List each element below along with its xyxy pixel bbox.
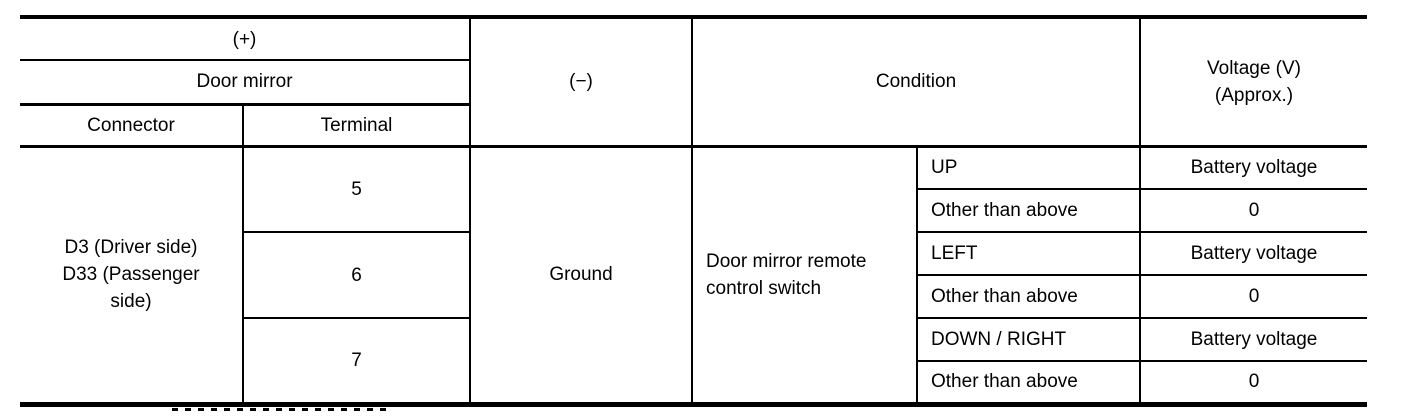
header-row-plus: (+) (−) Condition Voltage (V) (Approx.) [20,16,1367,148]
terminal-cell-6: 6 [242,231,471,319]
voltage-cell: Battery voltage [1139,231,1367,276]
terminal-cell-7: 7 [242,317,471,405]
table-row: D3 (Driver side) D33 (Passenger side) 5 … [20,145,1367,405]
header-cell-door-mirror: Door mirror [20,59,471,106]
voltage-cell: 0 [1139,274,1367,319]
header-cell-connector: Connector [20,103,244,148]
terminal-cell-5: 5 [242,145,471,233]
header-cell-voltage: Voltage (V) (Approx.) [1139,16,1367,148]
header-row-door-mirror: Door mirror [20,59,1367,106]
header-row-connector-terminal: Connector Terminal [20,103,1367,148]
condition-cell-down-right: DOWN / RIGHT [916,317,1141,362]
table-row: Other than above 0 [20,274,1367,319]
condition-cell-other-3: Other than above [916,360,1141,405]
voltage-cell: Battery voltage [1139,317,1367,362]
condition-cell-left: LEFT [916,231,1141,276]
header-cell-plus: (+) [20,16,471,61]
condition-cell-other-2: Other than above [916,274,1141,319]
table-row: Other than above 0 [20,188,1367,233]
voltage-cell: Battery voltage [1139,145,1367,190]
dashed-underline [172,408,388,411]
ground-cell: Ground [469,145,693,405]
door-mirror-voltage-table: (+) (−) Condition Voltage (V) (Approx.) … [20,15,1367,407]
header-cell-minus: (−) [469,16,693,148]
table-row: 7 DOWN / RIGHT Battery voltage [20,317,1367,405]
table-row: Other than above 0 [20,360,1367,405]
voltage-cell: 0 [1139,188,1367,233]
voltage-header-line2: (Approx.) [1214,84,1294,106]
condition-cell-other-1: Other than above [916,188,1141,233]
connector-cell: D3 (Driver side) D33 (Passenger side) [20,145,244,405]
switch-cell: Door mirror remote control switch [691,145,918,405]
condition-cell-up: UP [916,145,1141,190]
voltage-header-line1: Voltage (V) [1207,57,1301,79]
voltage-cell: 0 [1139,360,1367,405]
header-cell-terminal: Terminal [242,103,471,148]
table-row: 6 LEFT Battery voltage [20,231,1367,319]
header-cell-condition: Condition [691,16,1141,148]
